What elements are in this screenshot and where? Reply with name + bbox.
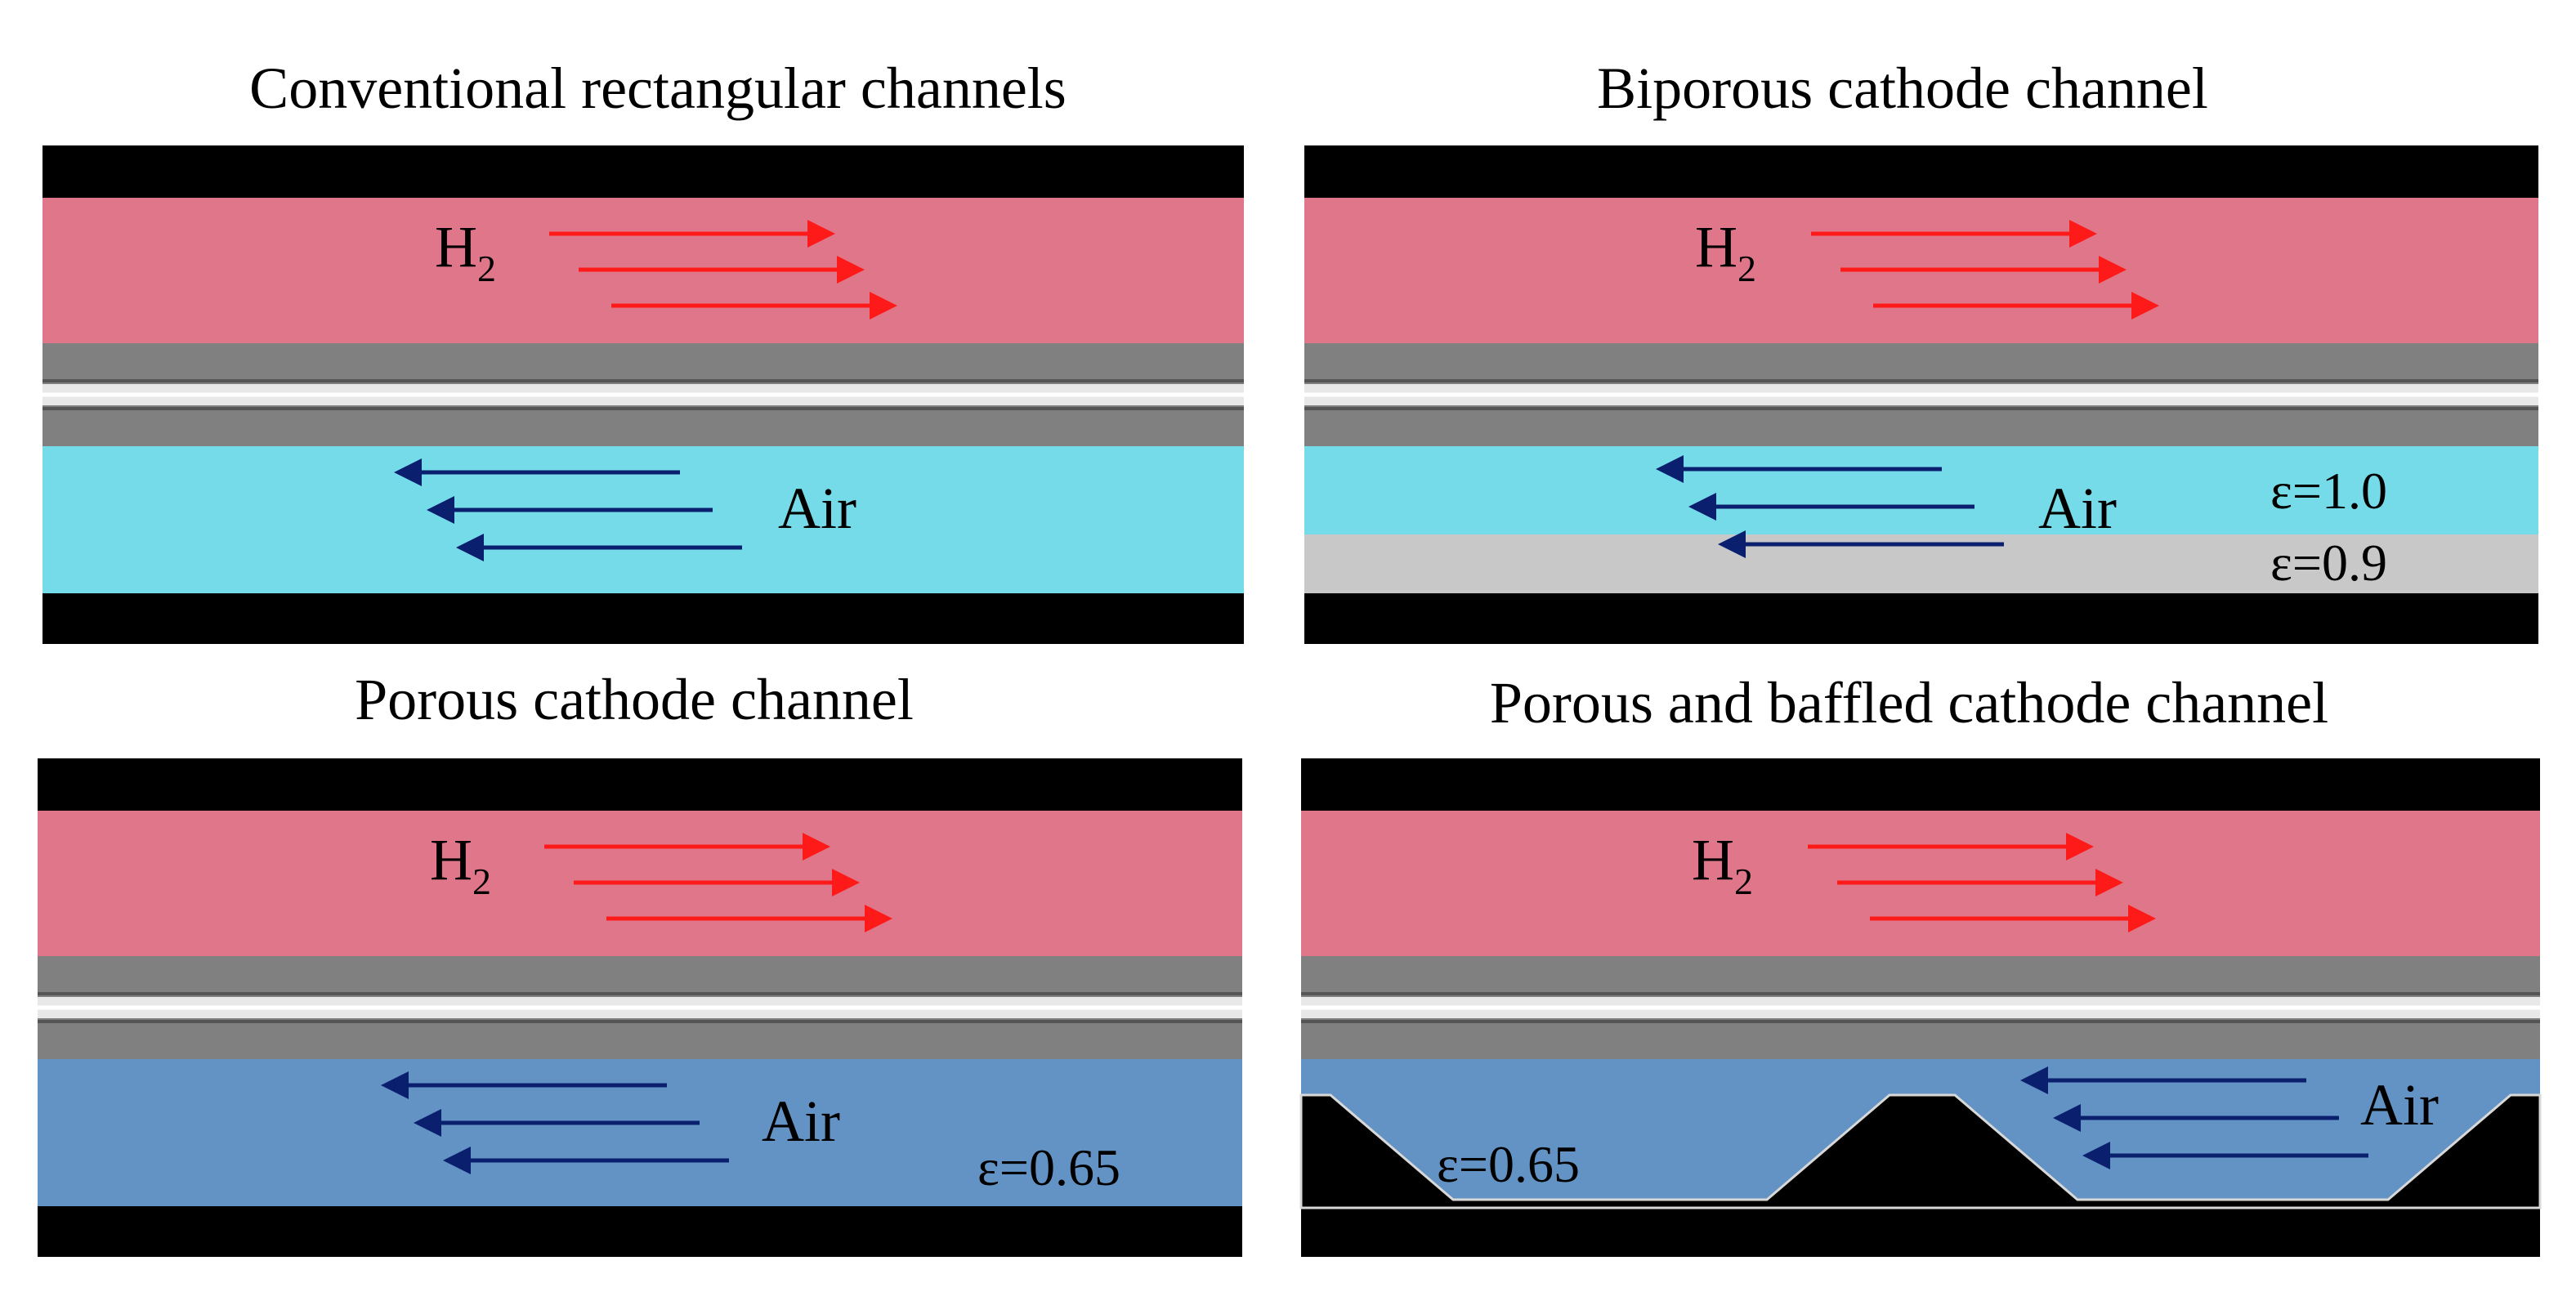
baffle-blocks — [1299, 1093, 2542, 1209]
h2-label: H2 — [1692, 827, 1753, 902]
cathode-gas-diffusion-layer — [42, 405, 1244, 446]
h2-label-subscript: 2 — [1737, 248, 1756, 289]
air-flow-arrow-1-head — [381, 1071, 409, 1099]
h2-flow-arrow-2-head — [2099, 256, 2127, 284]
h2-flow-arrow-3-head — [865, 905, 892, 932]
anode-gas-diffusion-layer — [1304, 343, 2538, 384]
panel-title-baffled: Porous and baffled cathode channel — [1490, 670, 2328, 735]
air-label: Air — [2360, 1072, 2439, 1138]
cathode-open-channel — [1304, 446, 2538, 534]
h2-flow-arrow-1-head — [807, 220, 835, 248]
air-flow-arrow-3-head — [2082, 1142, 2110, 1169]
h2-label: H2 — [430, 827, 491, 902]
h2-label-subscript: 2 — [472, 861, 491, 902]
panel-title-biporous: Biporous cathode channel — [1597, 56, 2208, 121]
h2-label-subscript: 2 — [477, 248, 496, 289]
air-flow-arrow-3-head — [1718, 530, 1746, 558]
h2-flow-arrow-2-head — [837, 256, 865, 284]
porosity-label-open: ε=1.0 — [2270, 462, 2387, 520]
air-label: Air — [2038, 476, 2117, 541]
cathode-channel — [42, 446, 1244, 593]
anode-gas-diffusion-layer — [38, 956, 1242, 997]
porosity-label: ε=0.65 — [1437, 1135, 1580, 1193]
air-label: Air — [762, 1089, 840, 1154]
top-bipolar-plate — [38, 758, 1242, 811]
anode-gas-diffusion-layer — [42, 343, 1244, 384]
h2-label-main: H — [435, 214, 477, 279]
top-bipolar-plate — [42, 145, 1244, 198]
panel-title-porous: Porous cathode channel — [355, 667, 914, 732]
panel-title-conventional: Conventional rectangular channels — [249, 56, 1067, 121]
porosity-label-porous: ε=0.9 — [2270, 534, 2387, 592]
h2-label: H2 — [435, 214, 496, 289]
anode-gas-diffusion-layer — [1301, 956, 2540, 997]
top-bipolar-plate — [1304, 145, 2538, 198]
cathode-gas-diffusion-layer — [1301, 1018, 2540, 1059]
air-flow-arrow-2-head — [2053, 1104, 2081, 1132]
cathode-gas-diffusion-layer — [1304, 405, 2538, 446]
air-flow-arrow-3-head — [456, 534, 484, 561]
bottom-bipolar-plate — [42, 593, 1244, 644]
h2-label-main: H — [1692, 827, 1734, 892]
air-label: Air — [778, 476, 856, 541]
porosity-label: ε=0.65 — [977, 1138, 1120, 1196]
air-flow-arrow-2-head — [414, 1109, 441, 1137]
h2-flow-arrow-2-head — [2095, 869, 2123, 896]
air-flow-arrow-2-head — [1688, 493, 1716, 521]
h2-label-main: H — [430, 827, 472, 892]
h2-flow-arrow-3-head — [2128, 905, 2156, 932]
cathode-gas-diffusion-layer — [38, 1018, 1242, 1059]
h2-flow-arrow-1-head — [2066, 833, 2094, 861]
h2-label: H2 — [1695, 214, 1756, 289]
h2-label-subscript: 2 — [1734, 861, 1753, 902]
bottom-bipolar-plate — [38, 1206, 1242, 1257]
top-bipolar-plate — [1301, 758, 2540, 811]
air-flow-arrow-1-head — [394, 458, 422, 486]
air-flow-arrow-1-head — [1656, 455, 1684, 483]
h2-flow-arrow-1-head — [803, 833, 830, 861]
bottom-bipolar-plate — [1304, 593, 2538, 644]
h2-flow-arrow-1-head — [2069, 220, 2097, 248]
h2-flow-arrow-3-head — [870, 292, 897, 320]
bottom-bipolar-plate — [1301, 1206, 2540, 1257]
h2-label-main: H — [1695, 214, 1737, 279]
air-flow-arrow-2-head — [427, 496, 454, 524]
h2-flow-arrow-2-head — [832, 869, 860, 896]
air-flow-arrow-3-head — [443, 1147, 471, 1174]
air-flow-arrow-1-head — [2020, 1066, 2048, 1094]
h2-flow-arrow-3-head — [2131, 292, 2159, 320]
